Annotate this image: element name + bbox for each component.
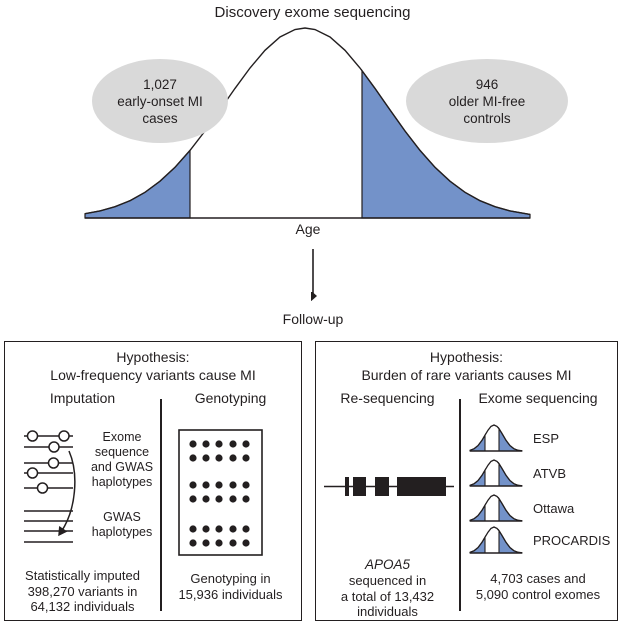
rare-variant-hypothesis-box: Hypothesis: Burden of rare variants caus… (315, 341, 618, 621)
resequencing-caption: sequenced in a total of 13,432 individua… (340, 573, 435, 619)
cohort-distribution-icon (469, 424, 523, 452)
cohort-row-atvb: ATVB (468, 456, 566, 490)
exome-sequencing-header: Exome sequencing (478, 390, 598, 406)
exome-gwas-haplotypes-label: Exome sequence and GWAS haplotypes (90, 430, 154, 489)
cohort-row-procardis: PROCARDIS (468, 523, 610, 557)
resequencing-header: Re-sequencing (340, 390, 435, 406)
gene-name-italic: APOA5 (364, 557, 411, 572)
right-hypothesis-text: Hypothesis: Burden of rare variants caus… (361, 349, 572, 383)
apoa5-gene-structure-icon (324, 477, 454, 496)
exome-sequencing-caption: 4,703 cases and 5,090 control exomes (475, 571, 601, 602)
age-distribution-curve (84, 27, 531, 219)
cohort-row-esp: ESP (468, 421, 559, 455)
cohort-label: ATVB (533, 465, 566, 481)
cohort-label: ESP (533, 430, 560, 446)
cohort-distribution-icon (469, 494, 523, 522)
gwas-haplotypes-label: GWAS haplotypes (91, 510, 153, 539)
right-box-column-divider (459, 399, 461, 611)
genotyping-caption: Genotyping in 15,936 individuals (178, 571, 283, 602)
genotyping-array-icon (178, 429, 263, 556)
apoa5-gene-name: APOA5 (316, 556, 459, 574)
cohort-row-ottawa: Ottawa (468, 491, 574, 525)
follow-up-label: Follow-up (282, 311, 344, 327)
imputation-header: Imputation (49, 390, 116, 406)
cases-shaded-tail (84, 148, 191, 219)
genotyping-header: Genotyping (194, 390, 267, 406)
imputation-caption: Statistically imputed 398,270 variants i… (25, 568, 140, 614)
left-box-column-divider (160, 399, 162, 611)
cases-oval: 1,027 early-onset MI cases (92, 59, 228, 143)
bell-curve-outline (84, 27, 531, 216)
age-axis-label: Age (295, 221, 321, 237)
haplotype-imputation-icon (24, 430, 76, 543)
controls-oval: 946 older MI-free controls (406, 59, 568, 143)
cohort-distribution-icon (469, 459, 523, 487)
cohort-label: PROCARDIS (533, 532, 611, 548)
cohort-label: Ottawa (533, 500, 575, 516)
left-hypothesis-text: Hypothesis: Low-frequency variants cause… (50, 349, 256, 383)
cohort-distribution-icon (469, 526, 523, 554)
low-frequency-hypothesis-box: Hypothesis: Low-frequency variants cause… (4, 341, 302, 621)
figure-title: Discovery exome sequencing (214, 4, 411, 21)
follow-up-arrow-icon (300, 249, 330, 308)
